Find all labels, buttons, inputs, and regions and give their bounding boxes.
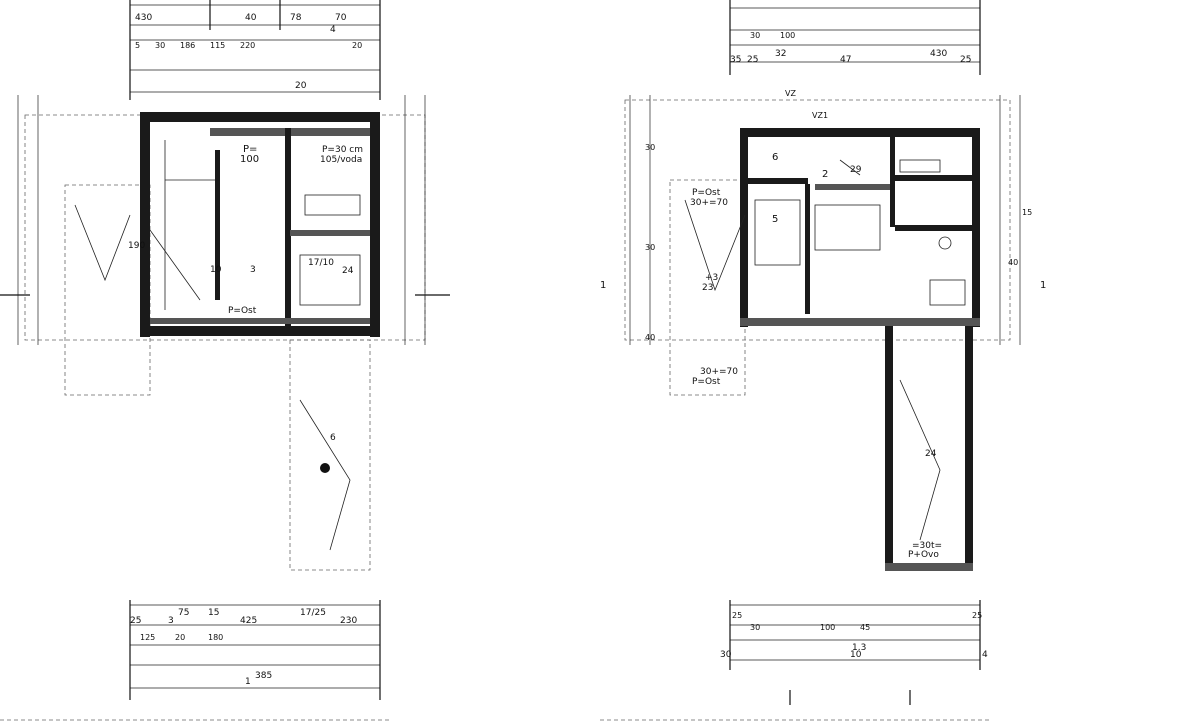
right-interior (684, 159, 966, 541)
left-top-dim-5: 4 (330, 25, 336, 35)
right-room-label-0: 6 (772, 152, 778, 163)
left-room-label-10: 6 (330, 433, 336, 443)
left-bot-total2: 1 (245, 677, 251, 687)
left-dim-r3-8: 20 (352, 41, 362, 50)
left-bot-dim3-1: 20 (175, 633, 185, 642)
left-terrace (64, 184, 151, 396)
left-bot-total: 385 (255, 671, 272, 681)
right-left-dim-7: 40 (645, 333, 655, 342)
right-bot-dim2-3: 45 (860, 623, 870, 632)
left-dim-r3-5: 115 (210, 41, 225, 50)
right-left-dim-4: 30 (645, 243, 655, 252)
left-dim-upper: 20 (295, 81, 307, 91)
left-annex (289, 339, 371, 571)
right-top-dim-9: 430 (930, 49, 947, 59)
right-top-dim-10: 25 (960, 55, 971, 65)
left-room-label-7: 17/10 (308, 258, 334, 268)
left-dim-r3-3: 186 (180, 41, 195, 50)
right-room-label-13: VZ (785, 89, 796, 98)
right-bot-dim1-1: 25 (972, 611, 982, 620)
left-bot-dim2-0: 25 (130, 616, 141, 626)
right-room-label-5: 30+=70 (690, 198, 728, 208)
left-room-labels: P= 100 P=30 cm 105/voda 190 10 3 17/10 2… (128, 144, 363, 443)
left-room-label-4: 190 (128, 241, 145, 251)
left-bot-dim3-0: 125 (140, 633, 155, 642)
left-dim-r3-2: 30 (155, 41, 165, 50)
left-walls (140, 112, 380, 337)
left-bottom-dimensions: 75 15 17/25 25 3 425 230 125 20 180 385 … (129, 600, 381, 700)
left-bot-dim-1: 15 (208, 608, 219, 618)
left-top-dim-2: 40 (245, 13, 257, 23)
right-bot-left: 30 (720, 650, 732, 660)
right-walls (740, 128, 980, 571)
right-room-label-4: P=Ost (692, 188, 721, 198)
left-bot-dim-0: 75 (178, 608, 189, 618)
right-left-dim-1: 30 (645, 143, 655, 152)
left-room-label-0: P= (243, 144, 257, 155)
right-bot-right: 4 (982, 650, 988, 660)
right-room-label-8: +3 (705, 273, 718, 283)
right-room-label-3: 29 (850, 165, 862, 175)
right-room-label-6: P=Ost (692, 377, 721, 387)
right-side-label-right: 1 (1040, 280, 1046, 291)
left-room-label-3: 105/voda (320, 155, 362, 165)
right-side-dimensions: 1 1 30 30 40 15 40 (600, 95, 1046, 345)
right-top-dim-6: 47 (840, 55, 851, 65)
right-room-label-7: 30+=70 (700, 367, 738, 377)
left-top-dim-3: 78 (290, 13, 302, 23)
left-room-label-5: 10 (210, 265, 222, 275)
right-top-dim-0: 35 (730, 55, 741, 65)
right-top-dimensions: 30 100 35 25 32 47 430 25 (729, 0, 981, 75)
right-outer-footprint (624, 99, 1011, 341)
right-room-label-14: VZ1 (812, 111, 828, 120)
left-top-dim-1: 430 (135, 13, 152, 23)
left-bot-dim3-2: 180 (208, 633, 223, 642)
left-bot-dim2-5: 230 (340, 616, 357, 626)
right-right-dim-3: 40 (1008, 258, 1018, 267)
left-top-dimensions: 430 40 78 70 4 5 30 186 115 220 20 20 (129, 0, 381, 100)
right-room-label-1: 5 (772, 214, 778, 225)
left-dim-r3-0: 5 (135, 41, 140, 50)
right-bot-total: 1.3 (852, 643, 866, 653)
left-bot-dim2-3: 425 (240, 616, 257, 626)
right-floor-plan: 30 100 35 25 32 47 430 25 (600, 0, 1046, 721)
right-room-labels: 6 5 2 29 P=Ost 30+=70 P=Ost 30+=70 +3 23… (690, 89, 942, 560)
right-room-label-11: =30t= (912, 541, 942, 551)
right-fixture-circle (938, 236, 952, 250)
right-room-label-2: 2 (822, 169, 828, 180)
right-bot-dim1-0: 25 (732, 611, 742, 620)
right-bottom-dimensions: 25 25 30 100 45 1.3 10 30 4 (720, 600, 988, 705)
left-room-label-2: P=30 cm (322, 145, 363, 155)
left-floor-plan: 430 40 78 70 4 5 30 186 115 220 20 20 (0, 0, 450, 721)
right-top-dim-1: 25 (747, 55, 758, 65)
right-bot-dim2-2: 100 (820, 623, 835, 632)
left-room-label-9: P=Ost (228, 306, 257, 316)
left-outer-footprint (24, 114, 426, 341)
right-top-dim0-1: 100 (780, 31, 795, 40)
right-bot-dim2-0: 30 (750, 623, 760, 632)
left-dim-r3-6: 220 (240, 41, 255, 50)
left-room-label-1: 100 (240, 154, 259, 165)
left-bot-dim-3: 17/25 (300, 608, 326, 618)
left-side-dimensions (0, 95, 450, 345)
left-bot-dim2-1: 3 (168, 616, 174, 626)
left-top-dim-4: 70 (335, 13, 347, 23)
right-right-dim-2: 15 (1022, 208, 1032, 217)
right-side-label-left: 1 (600, 280, 606, 291)
right-bot-total2: 10 (850, 650, 862, 660)
right-top-dim-2: 32 (775, 49, 786, 59)
right-top-dim0-0: 30 (750, 31, 760, 40)
right-room-label-9: 23 (702, 283, 713, 293)
left-symbol-dot (320, 463, 330, 473)
right-room-label-12: P+Ovo (908, 550, 939, 560)
right-room-label-10: 24 (925, 449, 937, 459)
left-room-label-6: 3 (250, 265, 256, 275)
left-interior (74, 140, 361, 551)
left-room-label-8: 24 (342, 266, 354, 276)
